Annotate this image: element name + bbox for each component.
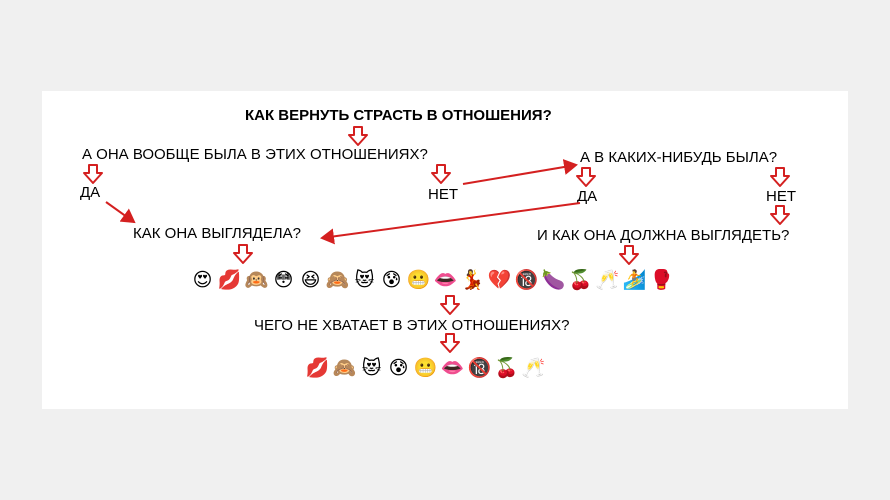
answer-yes-2: ДА [577, 188, 598, 205]
emoji-1: 😍 [192, 269, 213, 291]
emoji-14: 🍆 [541, 269, 566, 291]
emoji-4: 😰 [388, 357, 409, 379]
emoji-7: 🔞 [467, 357, 492, 379]
emoji-18: 🥊 [649, 269, 674, 291]
question-how-should-she-look: И КАК ОНА ДОЛЖНА ВЫГЛЯДЕТЬ? [537, 227, 790, 244]
emoji-4: 😳 [273, 269, 294, 291]
emoji-3: 🙉 [244, 269, 269, 291]
emoji-7: 😻 [354, 269, 375, 291]
emoji-5: 😆 [300, 269, 321, 291]
emoji-9: 🥂 [521, 357, 546, 379]
emoji-6: 🙈 [325, 269, 350, 291]
emoji-11: 💃 [460, 269, 485, 291]
emoji-row-2: 💋🙈😻 😰😬👄🔞🍒🥂 [305, 356, 546, 380]
answer-yes-1: ДА [80, 184, 101, 201]
answer-no-1: НЕТ [428, 186, 458, 203]
emoji-2: 🙈 [332, 357, 357, 379]
emoji-8: 😰 [381, 269, 402, 291]
emoji-3: 😻 [361, 357, 382, 379]
emoji-2: 💋 [217, 269, 242, 291]
question-any-relationship: А В КАКИХ-НИБУДЬ БЫЛА? [580, 149, 778, 166]
emoji-12: 💔 [487, 269, 512, 291]
emoji-1: 💋 [305, 357, 330, 379]
emoji-15: 🍒 [568, 269, 593, 291]
emoji-17: 🏄 [622, 269, 647, 291]
question-what-is-missing: ЧЕГО НЕ ХВАТАЕТ В ЭТИХ ОТНОШЕНИЯХ? [254, 317, 570, 334]
emoji-13: 🔞 [514, 269, 539, 291]
question-was-she-in-relationship: А ОНА ВООБЩЕ БЫЛА В ЭТИХ ОТНОШЕНИЯХ? [82, 146, 428, 163]
diagram-title: КАК ВЕРНУТЬ СТРАСТЬ В ОТНОШЕНИЯ? [245, 107, 552, 124]
emoji-16: 🥂 [595, 269, 620, 291]
emoji-row-1: 😍💋🙉😳 😆🙈😻 😰😬👄💃💔🔞🍆🍒🥂🏄🥊 [190, 268, 674, 292]
question-how-did-she-look: КАК ОНА ВЫГЛЯДЕЛА? [133, 225, 301, 242]
emoji-9: 😬 [406, 269, 431, 291]
emoji-6: 👄 [440, 357, 465, 379]
emoji-8: 🍒 [494, 357, 519, 379]
answer-no-2: НЕТ [766, 188, 796, 205]
emoji-5: 😬 [413, 357, 438, 379]
emoji-10: 👄 [433, 269, 458, 291]
diagram-card [42, 91, 848, 409]
